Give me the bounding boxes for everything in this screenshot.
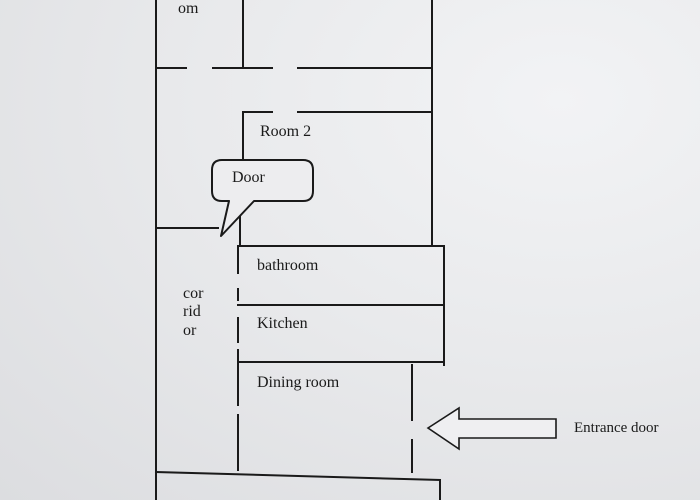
bottom-wall xyxy=(154,470,442,482)
kitchen-label: Kitchen xyxy=(257,315,308,332)
room2-label: Room 2 xyxy=(260,123,312,140)
door-callout-label: Door xyxy=(232,169,265,186)
dining-room-label: Dining room xyxy=(257,374,340,391)
speech-bubble-icon xyxy=(211,159,314,237)
room-top-partial-label: om xyxy=(178,0,199,17)
bathroom-label: bathroom xyxy=(257,257,319,274)
corridor-label-line1: cor xyxy=(183,285,204,302)
entrance-door-label: Entrance door xyxy=(574,420,659,436)
corridor-label-line2: rid xyxy=(183,303,201,320)
corridor-label-line3: or xyxy=(183,322,197,339)
arrow-left-icon xyxy=(426,406,557,451)
